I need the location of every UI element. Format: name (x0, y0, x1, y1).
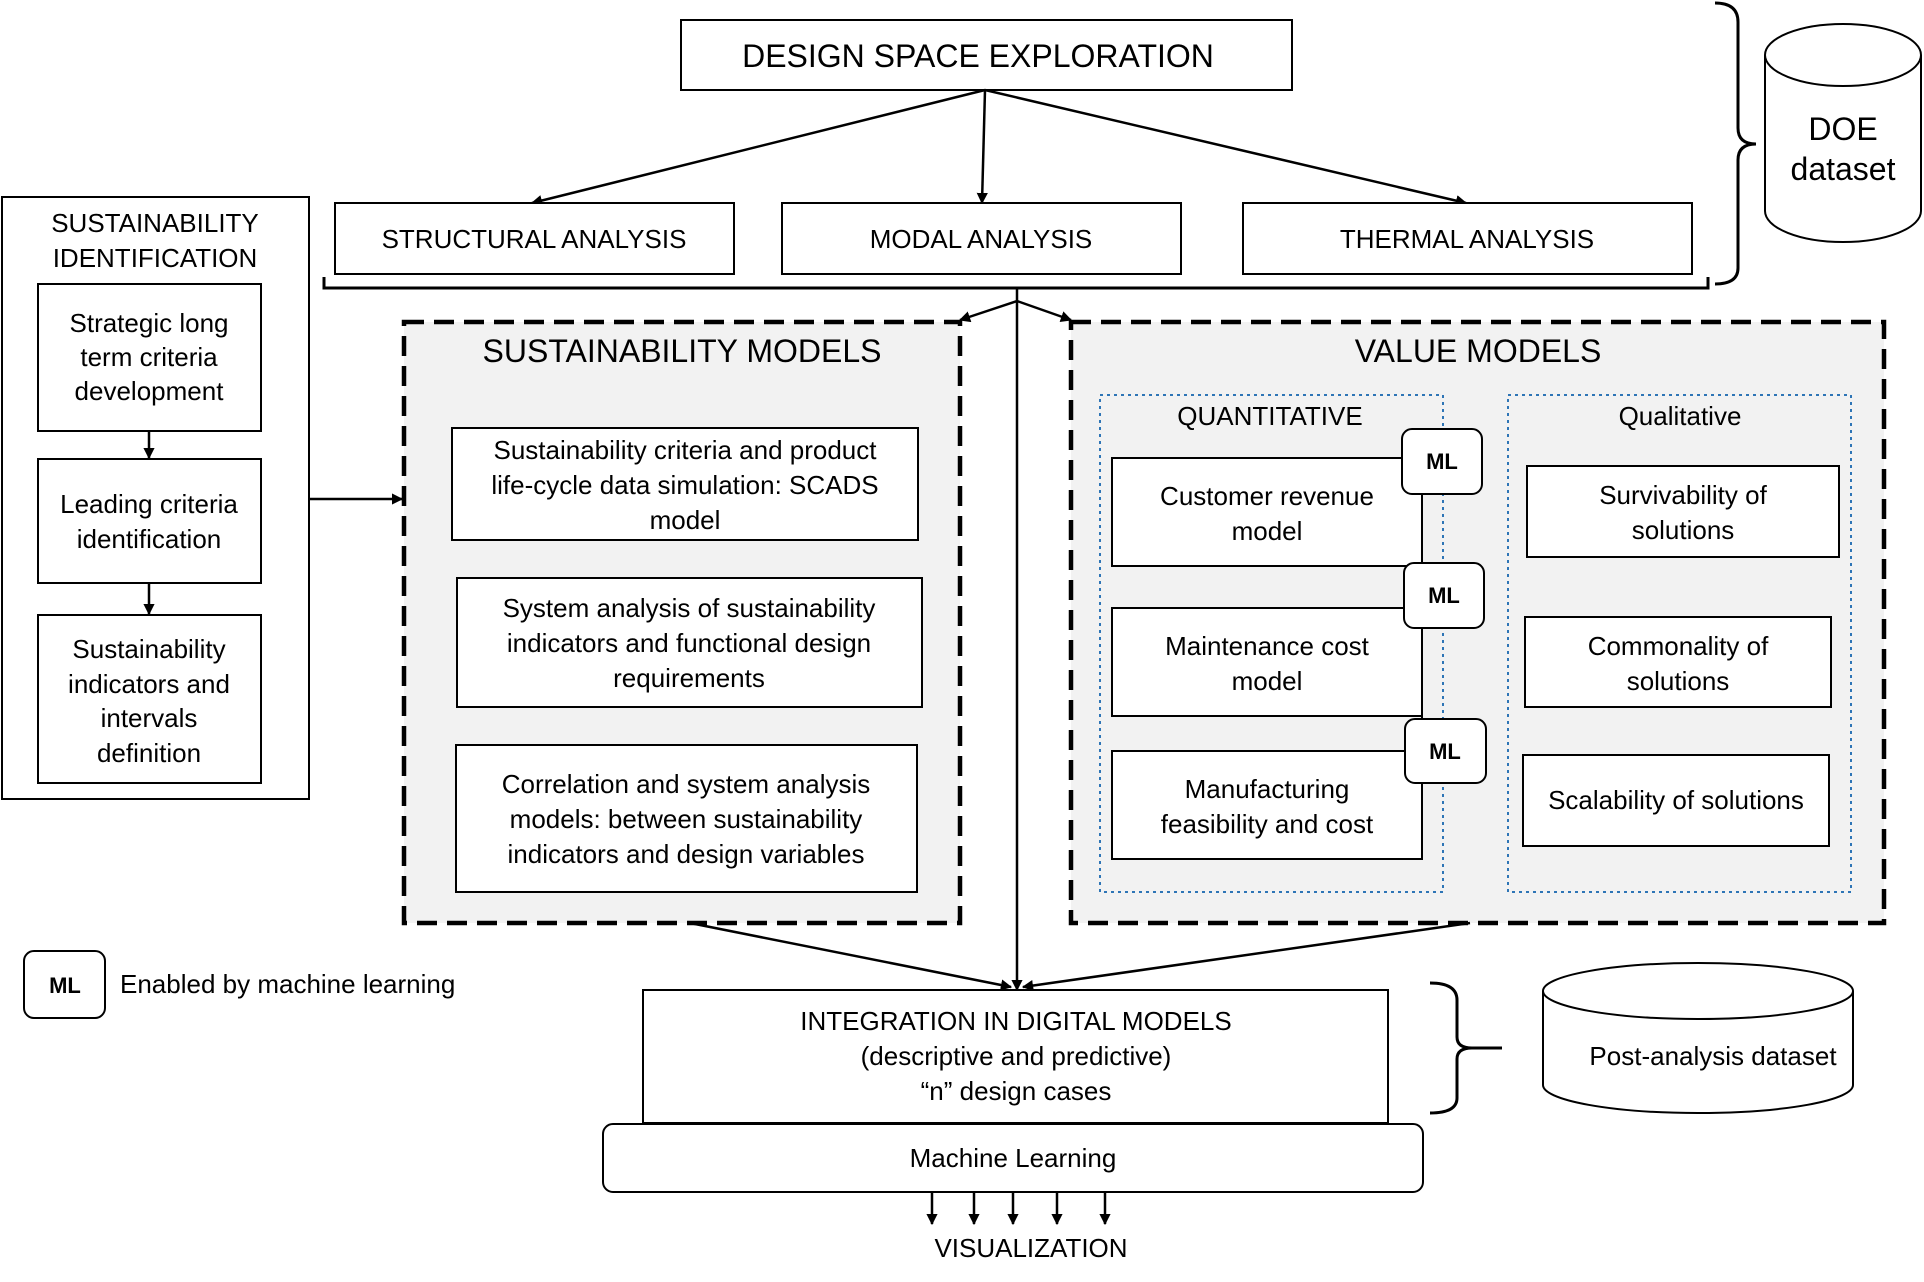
survivability-box: Survivability of solutions (1526, 465, 1840, 558)
integration-line2: (descriptive and predictive) (861, 1041, 1172, 1071)
arrow-dse-structural (530, 88, 986, 207)
post-analysis-brace (1429, 981, 1502, 1115)
ml-badge-maintenance: ML (1403, 562, 1485, 629)
structural-analysis-box: STRUCTURAL ANALYSIS (334, 202, 735, 275)
scads-model-box: Sustainability criteria and product life… (451, 427, 919, 541)
ml-badge-manufacturing: ML (1404, 718, 1487, 784)
machine-learning-box: Machine Learning (602, 1123, 1424, 1193)
doe-label-line2: dataset (1791, 151, 1896, 187)
leading-criteria-box: Leading criteria identification (37, 458, 262, 584)
manufacturing-line1: Manufacturing (1185, 774, 1350, 804)
sust-id-title-line2: IDENTIFICATION (53, 243, 258, 273)
arrow-value-models-integration (1021, 921, 1471, 992)
post-analysis-cylinder: Post-analysis dataset (1542, 962, 1854, 1114)
indicators-line3: intervals (101, 703, 198, 733)
qualitative-title: Qualitative (1619, 401, 1742, 431)
indicators-line1: Sustainability (72, 634, 225, 664)
visualization-arrows (926, 1192, 1111, 1226)
scalability-box: Scalability of solutions (1522, 754, 1830, 847)
thermal-analysis-box: THERMAL ANALYSIS (1242, 202, 1693, 275)
survivability-line1: Survivability of (1599, 480, 1767, 510)
strategic-line2: term criteria (80, 342, 218, 372)
leading-line1: Leading criteria (60, 489, 238, 519)
post-analysis-label: Post-analysis dataset (1589, 1041, 1837, 1071)
value-models-title: VALUE MODELS (1355, 333, 1602, 369)
correlation-line3: indicators and design variables (508, 839, 865, 869)
maintenance-line1: Maintenance cost (1165, 631, 1370, 661)
indicators-definition-box: Sustainability indicators and intervals … (37, 614, 262, 784)
legend-ml-badge: ML (49, 973, 81, 998)
manufacturing-line2: feasibility and cost (1161, 809, 1374, 839)
scads-line1: Sustainability criteria and product (494, 435, 878, 465)
indicators-line2: indicators and (68, 669, 230, 699)
ml-legend: ML Enabled by machine learning (23, 950, 455, 1019)
commonality-line1: Commonality of (1588, 631, 1769, 661)
quantitative-title: QUANTITATIVE (1177, 401, 1362, 431)
integration-line1: INTEGRATION IN DIGITAL MODELS (800, 1006, 1231, 1036)
maintenance-cost-box: Maintenance cost model (1111, 607, 1423, 717)
arrow-dse-modal (976, 89, 988, 205)
revenue-line2: model (1232, 516, 1303, 546)
commonality-box: Commonality of solutions (1524, 616, 1832, 708)
sust-id-title-line1: SUSTAINABILITY (51, 208, 259, 238)
indicators-line4: definition (97, 738, 201, 768)
integration-line3: “n” design cases (921, 1076, 1112, 1106)
thermal-analysis-label: THERMAL ANALYSIS (1340, 224, 1594, 254)
scads-line3: model (650, 505, 721, 535)
system-line1: System analysis of sustainability (503, 593, 876, 623)
ml-badge-label: ML (1428, 583, 1460, 608)
arrow-to-sustainability-models (958, 299, 1018, 323)
visualization-label: VISUALIZATION (934, 1233, 1127, 1263)
dse-title: DESIGN SPACE EXPLORATION (742, 38, 1214, 74)
structural-analysis-label: STRUCTURAL ANALYSIS (382, 224, 687, 254)
scalability-line1: Scalability of solutions (1548, 785, 1804, 815)
system-line3: requirements (613, 663, 765, 693)
ml-badge-label: ML (1426, 449, 1458, 474)
sustainability-models-title: SUSTAINABILITY MODELS (483, 333, 882, 369)
manufacturing-cost-box: Manufacturing feasibility and cost (1111, 750, 1423, 860)
survivability-line2: solutions (1632, 515, 1735, 545)
integration-box: INTEGRATION IN DIGITAL MODELS (descripti… (642, 989, 1389, 1124)
scads-line2: life-cycle data simulation: SCADS (491, 470, 878, 500)
arrow-sust-models-integration (689, 921, 1013, 991)
system-analysis-box: System analysis of sustainability indica… (456, 577, 923, 708)
commonality-line2: solutions (1627, 666, 1730, 696)
arrow-dse-thermal (984, 88, 1468, 207)
modal-analysis-box: MODAL ANALYSIS (781, 202, 1182, 275)
customer-revenue-box: Customer revenue model (1111, 457, 1423, 567)
strategic-line1: Strategic long (70, 308, 229, 338)
ml-badge-revenue: ML (1401, 428, 1483, 495)
analysis-bracket (322, 277, 1710, 290)
correlation-line1: Correlation and system analysis (502, 769, 871, 799)
doe-brace (1714, 1, 1757, 286)
system-line2: indicators and functional design (507, 628, 871, 658)
strategic-criteria-box: Strategic long term criteria development (37, 283, 262, 432)
legend-label: Enabled by machine learning (120, 969, 455, 999)
leading-line2: identification (77, 524, 222, 554)
correlation-analysis-box: Correlation and system analysis models: … (455, 744, 918, 893)
machine-learning-label: Machine Learning (910, 1143, 1117, 1173)
correlation-line2: models: between sustainability (510, 804, 863, 834)
design-space-exploration-box: DESIGN SPACE EXPLORATION (680, 19, 1293, 91)
doe-dataset-cylinder: DOE dataset (1764, 23, 1922, 243)
maintenance-line2: model (1232, 666, 1303, 696)
doe-label-line1: DOE (1808, 111, 1877, 147)
revenue-line1: Customer revenue (1160, 481, 1374, 511)
strategic-line3: development (75, 376, 225, 406)
modal-analysis-label: MODAL ANALYSIS (870, 224, 1093, 254)
ml-badge-label: ML (1429, 739, 1461, 764)
arrow-to-value-models (1016, 299, 1073, 322)
